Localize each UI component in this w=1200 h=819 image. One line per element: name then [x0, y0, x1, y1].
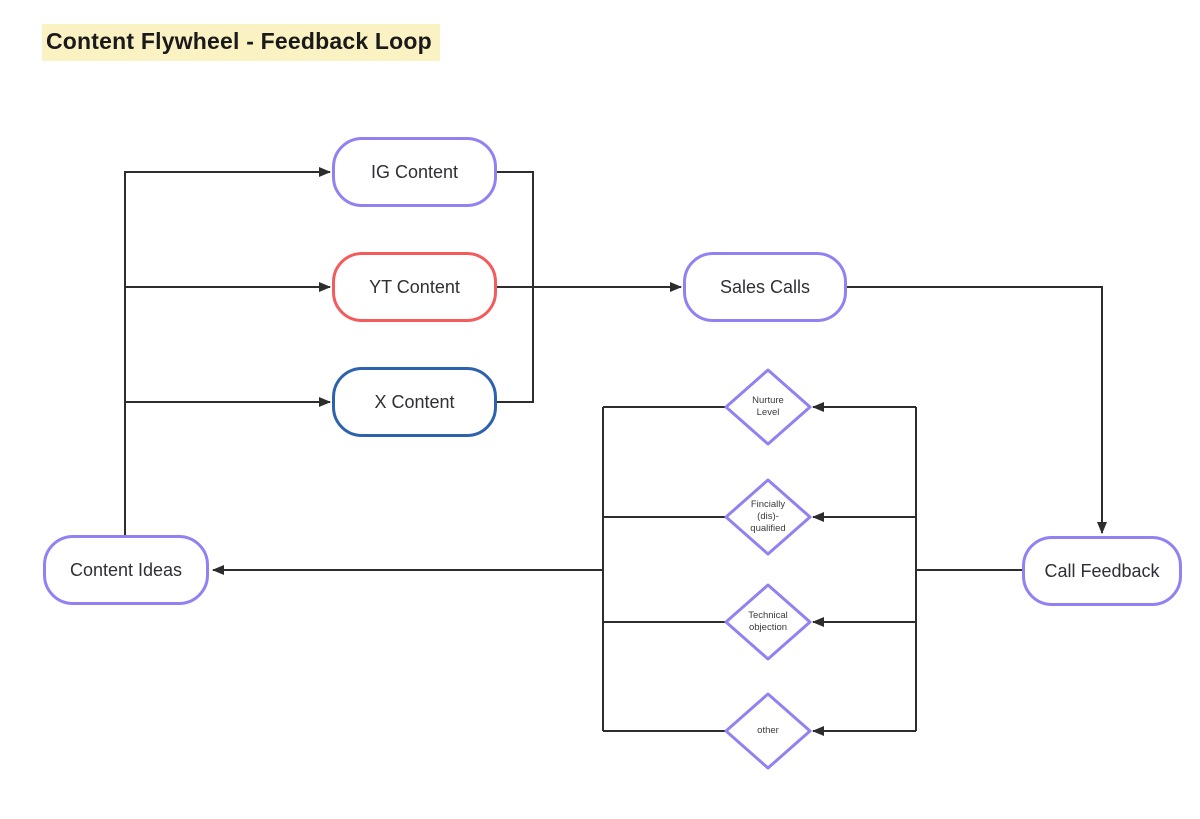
node-yt-content-label: YT Content	[369, 276, 460, 297]
node-call-feedback-label: Call Feedback	[1044, 560, 1160, 581]
diamond-nurture-level[interactable]	[724, 368, 812, 446]
node-ig-content[interactable]: IG Content	[332, 137, 497, 207]
node-content-ideas[interactable]: Content Ideas	[43, 535, 209, 605]
node-ig-content-label: IG Content	[370, 161, 459, 182]
node-yt-content[interactable]: YT Content	[332, 252, 497, 322]
diamond-technical-objection[interactable]	[724, 583, 812, 661]
node-x-content[interactable]: X Content	[332, 367, 497, 437]
diamond-fincially-disqualified[interactable]	[724, 478, 812, 556]
edge-sales-to-feedback	[847, 286, 1107, 534]
diagram-title: Content Flywheel - Feedback Loop	[42, 24, 440, 61]
node-sales-calls-label: Sales Calls	[719, 276, 811, 297]
decision-shapes	[724, 368, 812, 770]
node-sales-calls[interactable]: Sales Calls	[683, 252, 847, 322]
node-call-feedback[interactable]: Call Feedback	[1022, 536, 1182, 606]
node-content-ideas-label: Content Ideas	[69, 559, 183, 580]
connectors	[124, 167, 1107, 736]
edge-ideas-to-ig	[124, 167, 331, 535]
diamond-other[interactable]	[724, 692, 812, 770]
node-x-content-label: X Content	[374, 391, 455, 412]
